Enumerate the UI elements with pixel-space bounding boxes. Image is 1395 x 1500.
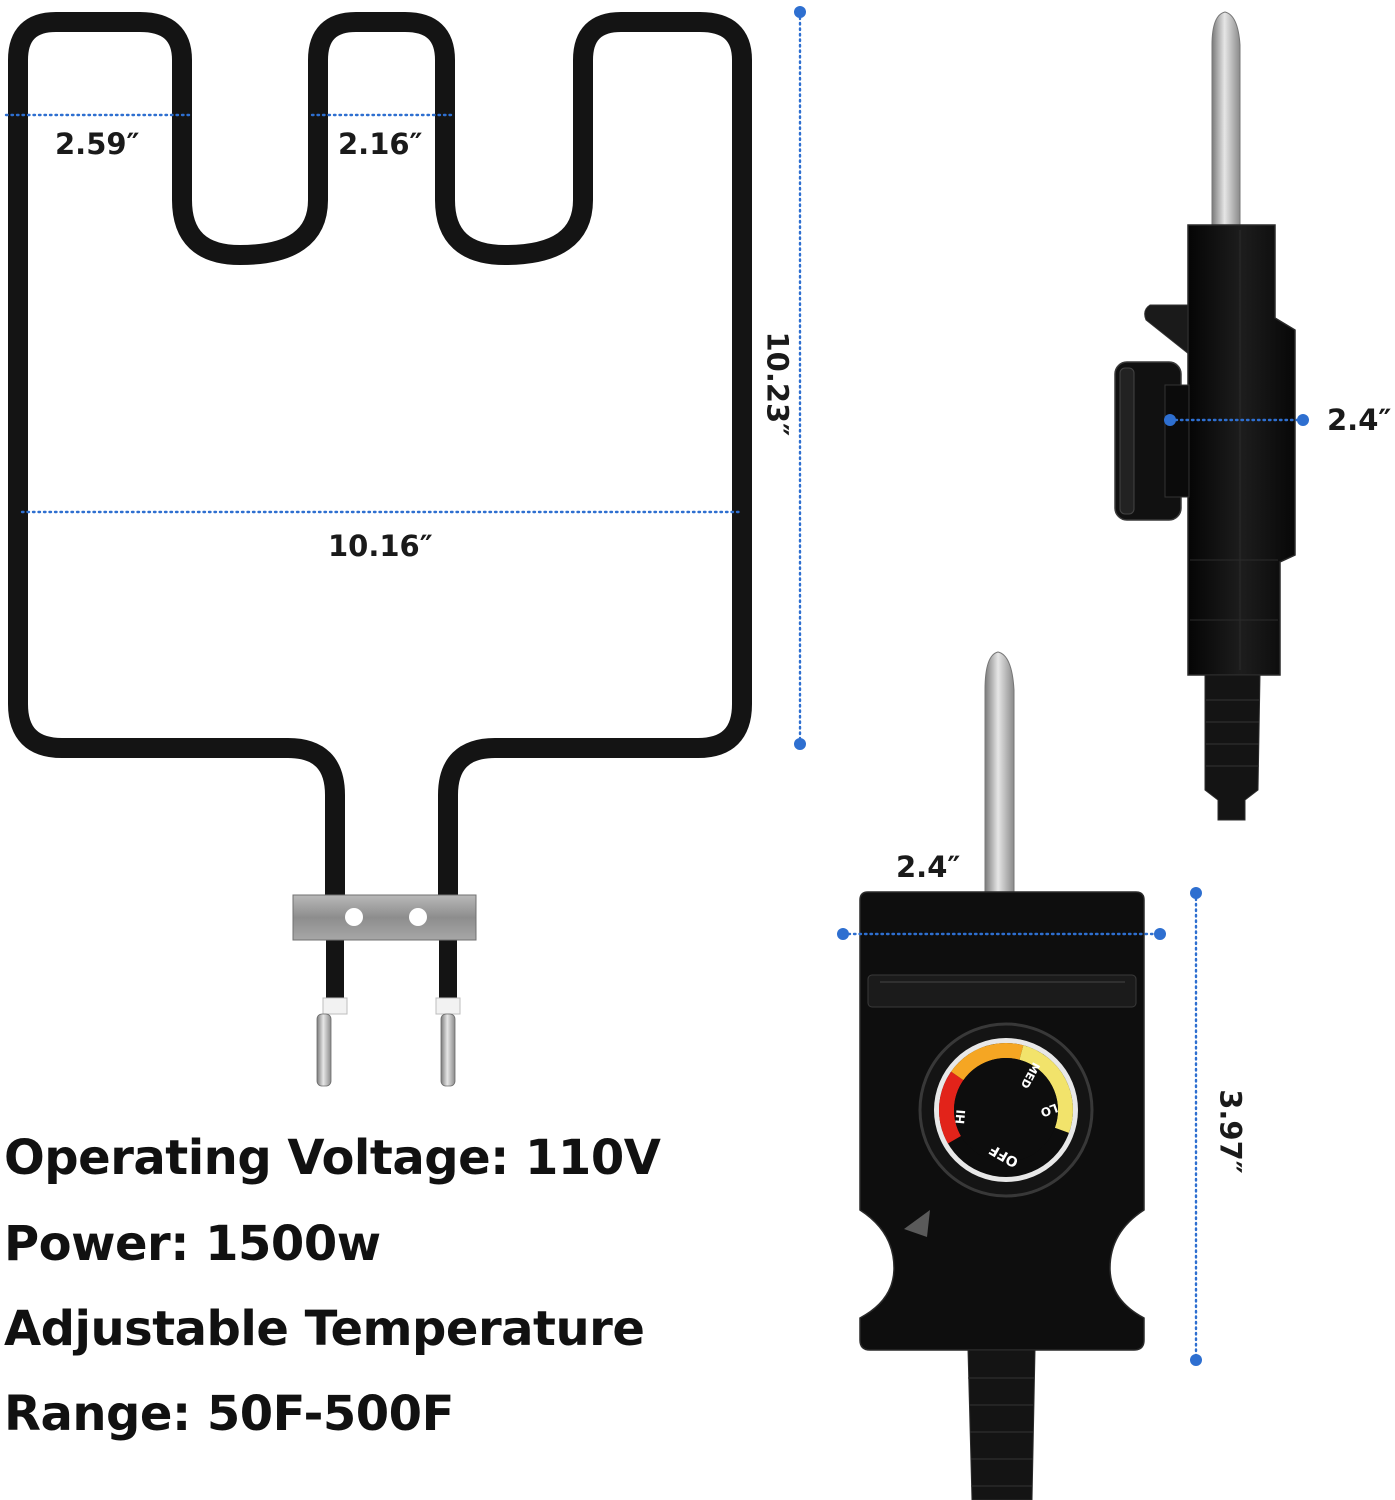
spec-operating-voltage: Operating Voltage: 110V [4,1130,661,1186]
front-probe [984,651,1015,894]
front-cord [967,1349,1036,1500]
bracket-hole-right [409,908,427,926]
spec-adjustable-temperature: Adjustable Temperature [4,1301,645,1357]
insulator-left [322,997,348,1015]
dial-label-hi: HI [953,1109,968,1125]
front-ledge [867,974,1137,1008]
side-cord [1204,674,1261,821]
side-knob-collar [1164,384,1190,498]
insulator-right [435,997,461,1015]
dial-center [954,1058,1058,1162]
spec-temperature-range: Range: 50F-500F [4,1386,454,1442]
side-knob-ridges [1119,367,1135,515]
dial-arc-hi [939,1071,964,1144]
element-mounting-bracket [292,894,477,941]
dim-label-front-height: 3.97″ [1213,1089,1248,1174]
pointer-arrow-icon [904,1210,930,1237]
dial-label-lo: LO [1039,1101,1060,1120]
front-dimension-lines [837,887,1202,1366]
dial-arc-med [951,1043,1024,1081]
temperature-dial: HI MED LO OFF [918,1022,1094,1198]
terminal-pin-left [316,1013,332,1087]
bracket-hole-left [345,908,363,926]
heating-element-coil [8,12,752,915]
side-body [1187,224,1296,676]
spec-power: Power: 1500w [4,1216,381,1272]
dim-label-side-depth: 2.4″ [1327,403,1392,437]
dim-label-loop-left: 2.59″ [55,127,140,161]
side-clip [1144,304,1191,357]
heating-element [8,12,752,1087]
terminal-pin-right [440,1013,456,1087]
dim-endpoint-height-top [794,6,806,18]
dim-endpoint-height-bottom [794,738,806,750]
dim-label-element-width: 10.16″ [328,529,433,563]
side-dimension-line [1164,414,1309,426]
side-probe [1211,11,1241,226]
dim-label-front-width: 2.4″ [896,850,961,884]
controller-side-view [1114,11,1296,821]
dial-arc-lo [1019,1045,1073,1133]
dim-label-element-height: 10.23″ [760,331,795,437]
dim-label-loop-middle: 2.16″ [338,127,423,161]
element-dimension-lines [4,10,802,746]
